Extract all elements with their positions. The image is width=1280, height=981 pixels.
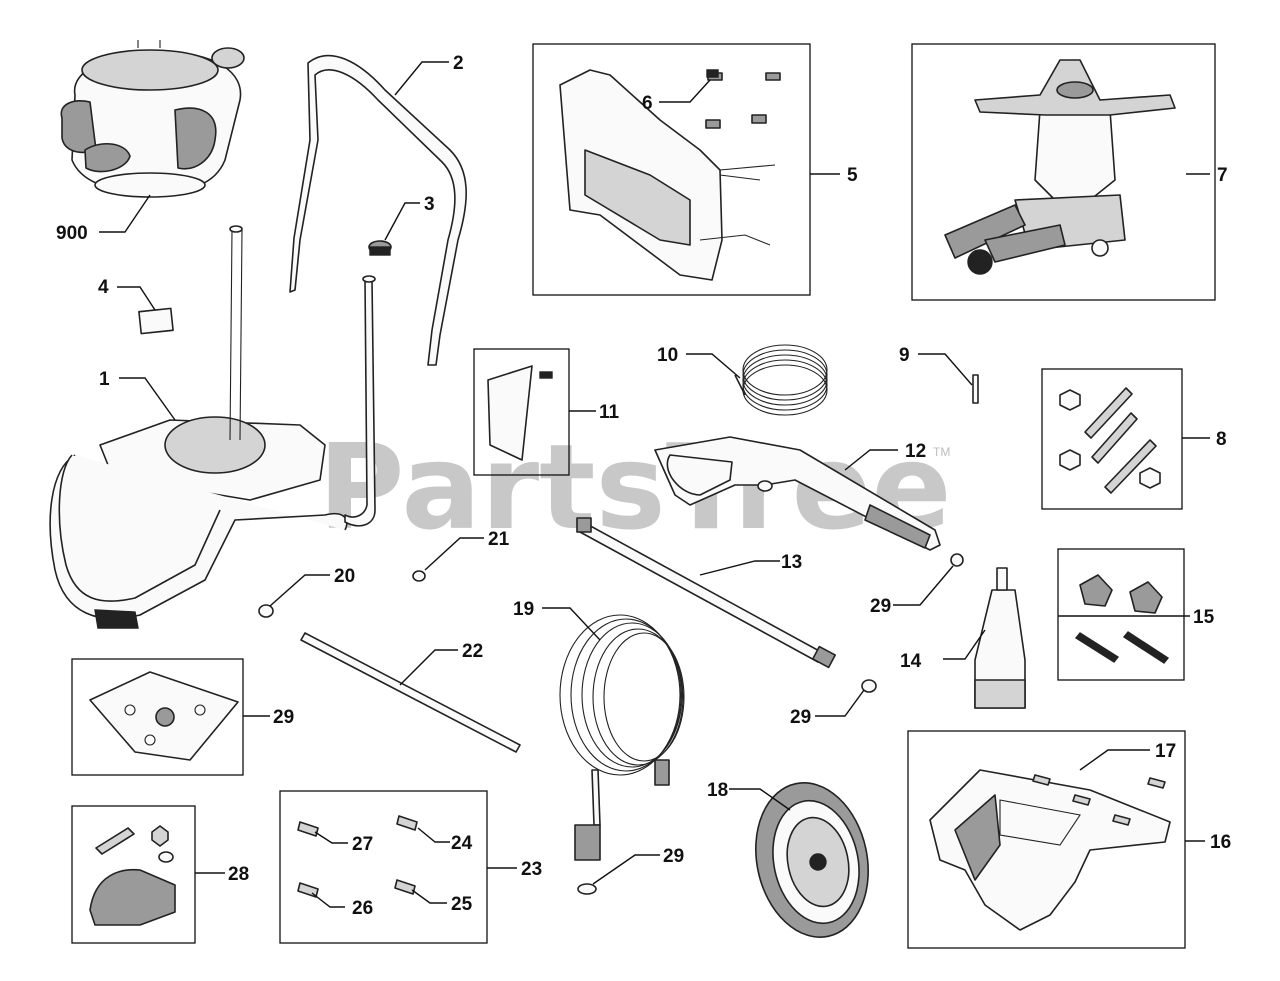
bolts-part-8 (1059, 387, 1161, 494)
callout-4: 4 (98, 277, 109, 298)
hose-coil-part-10 (734, 344, 828, 416)
kit-box-15 (1057, 548, 1185, 681)
screws-kit-part-23 (297, 815, 418, 898)
callout-7: 7 (1217, 165, 1228, 186)
oring-part-20 (258, 604, 274, 618)
watermark-trademark: TM (933, 445, 950, 459)
washer-part-29b (861, 679, 877, 693)
knobs-part-15 (1074, 574, 1170, 664)
callout-8: 8 (1216, 429, 1227, 450)
engine-part-900 (60, 40, 245, 198)
callout-2: 2 (453, 53, 464, 74)
callout-3: 3 (424, 194, 435, 215)
high-pressure-hose-part-19 (559, 614, 685, 861)
callout-900: 900 (56, 223, 88, 244)
callout-23: 23 (521, 859, 542, 880)
kit-box-16 (907, 730, 1186, 949)
kit-box-29 (71, 658, 244, 776)
callout-22: 22 (462, 641, 483, 662)
callout-12: 12 (905, 441, 926, 462)
tube-part-22 (300, 632, 521, 753)
callout-25: 25 (451, 894, 473, 915)
callout-29-plate: 29 (273, 707, 294, 728)
leader-lines (99, 61, 1210, 908)
callout-15: 15 (1193, 607, 1215, 628)
callout-14: 14 (900, 651, 922, 672)
oring-part-21 (412, 570, 426, 582)
callout-5: 5 (847, 165, 858, 186)
callout-16: 16 (1210, 832, 1231, 853)
kit-box-5 (532, 43, 811, 296)
callout-11: 11 (599, 402, 620, 423)
pin-part-9 (972, 374, 979, 404)
kit-box-28 (71, 805, 196, 944)
panel-part-5 (559, 69, 781, 281)
detergent-bottle-part-14 (974, 567, 1026, 709)
callout-13: 13 (781, 552, 802, 573)
frame-base-part-1 (49, 225, 348, 629)
plate-part-29 (89, 671, 239, 761)
callout-17: 17 (1155, 741, 1176, 762)
plug-part-3 (368, 240, 392, 256)
callout-1: 1 (99, 369, 110, 390)
wheel-part-18 (755, 782, 869, 938)
handle-part-2 (289, 54, 467, 527)
callout-labels: 900 1 2 3 4 5 6 7 8 9 10 11 12 13 14 15 … (56, 53, 1231, 919)
spray-gun-part-12 (654, 436, 941, 551)
callout-28: 28 (228, 864, 249, 885)
callout-29-wand-washer: 29 (790, 707, 811, 728)
kit-box-8 (1041, 368, 1183, 510)
callout-20: 20 (334, 566, 355, 587)
washer-part-29c (577, 883, 597, 895)
callout-21: 21 (488, 529, 510, 550)
kit-box-23 (279, 790, 488, 944)
wand-part-13 (576, 517, 837, 669)
callout-26: 26 (352, 898, 373, 919)
callout-6: 6 (642, 93, 653, 114)
callout-24: 24 (451, 833, 473, 854)
kit-box-11 (473, 348, 570, 476)
kit-box-7 (911, 43, 1216, 301)
washer-part-29a (950, 553, 964, 567)
callout-19: 19 (513, 599, 534, 620)
callout-18: 18 (707, 780, 728, 801)
label-part-4 (138, 307, 174, 335)
callout-10: 10 (657, 345, 678, 366)
foot-kit-part-28 (89, 825, 176, 926)
callout-29-gun-washer: 29 (870, 596, 891, 617)
callout-9: 9 (899, 345, 910, 366)
cover-part-11 (487, 365, 553, 461)
callout-27: 27 (352, 834, 373, 855)
shroud-part-16 (929, 769, 1171, 931)
screws-part-6 (706, 69, 719, 78)
pump-part-7 (944, 59, 1176, 275)
callout-29-hose-washer: 29 (663, 846, 684, 867)
